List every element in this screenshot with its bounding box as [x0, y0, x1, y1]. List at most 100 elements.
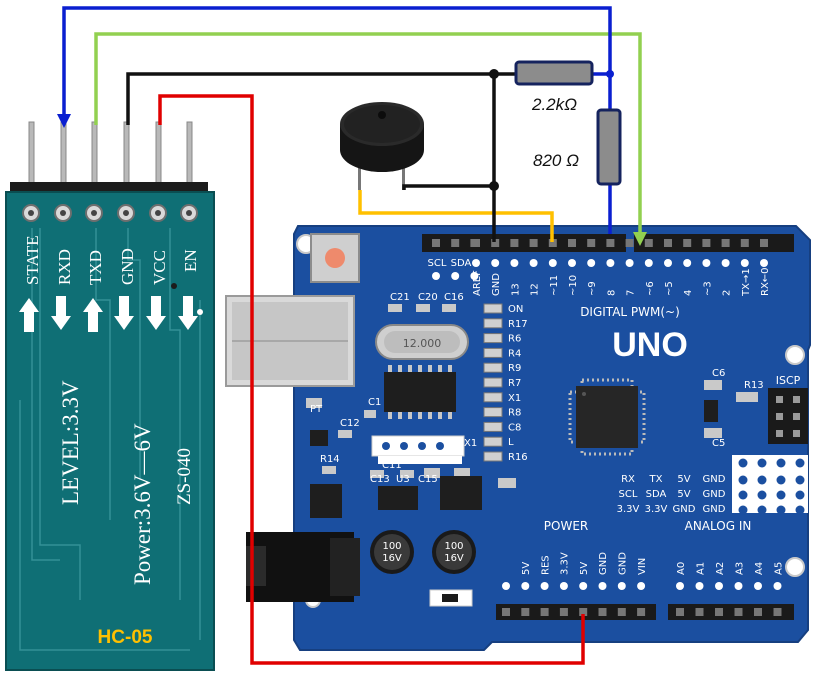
header-hole	[598, 608, 607, 616]
side-header-label: GND	[703, 504, 726, 515]
header-hole	[568, 239, 576, 247]
header-pad	[795, 475, 805, 485]
hc05-name-label: HC-05	[98, 627, 153, 648]
header-hole	[548, 239, 557, 247]
header-pad	[676, 582, 684, 590]
arrow-down-icon	[51, 296, 71, 330]
header-pad	[451, 272, 460, 280]
analog-pin-label: A1	[696, 562, 707, 575]
header-hole	[773, 608, 782, 616]
usb-b-connector	[225, 295, 355, 387]
side-header-label: 3.3V	[645, 504, 668, 515]
component-label: C12	[340, 418, 360, 429]
power-title: POWER	[544, 519, 588, 533]
led-label: R8	[508, 408, 521, 419]
power-pin-label: 3.3V	[560, 552, 571, 575]
smd-part	[483, 303, 503, 314]
led-label: R4	[508, 348, 521, 359]
header-hole	[625, 239, 634, 247]
side-header-label: 5V	[677, 474, 690, 485]
arduino-uno-board: 12.000	[225, 225, 811, 651]
side-header-label: 3.3V	[617, 504, 640, 515]
power-pin-label: GND	[598, 552, 609, 575]
smd-part	[483, 362, 503, 373]
cap2-mark-value: 100	[444, 541, 463, 552]
digital-pin-label: 12	[530, 283, 541, 296]
crystal-oscillator: 12.000	[375, 324, 469, 360]
usb-serial-chip	[384, 365, 456, 419]
header-pad	[664, 259, 672, 267]
header-hole	[637, 608, 646, 616]
header-pad	[559, 582, 568, 590]
component-label: C5	[712, 438, 725, 449]
dc-power-jack	[246, 532, 360, 602]
resistor-2k2-label: 2.2kΩ	[531, 95, 577, 114]
arrow-down-icon	[178, 296, 198, 330]
hc05-pin-label-gnd: GND	[118, 248, 137, 285]
header-hole	[721, 239, 730, 247]
smd-part	[483, 436, 503, 447]
component-label: U3	[396, 474, 410, 485]
arrow-down-icon	[57, 114, 71, 128]
junction-dot	[489, 69, 499, 79]
header-pad	[738, 475, 748, 485]
wire-gnd-buzzer	[402, 184, 494, 190]
digital-pin-label: 2	[722, 290, 733, 296]
icsp-label: ISCP	[776, 374, 801, 387]
header-pad	[757, 458, 767, 468]
component-label: C16	[444, 292, 464, 303]
cap2-mark-voltage: 16V	[444, 553, 464, 564]
resistor-820-label: 820 Ω	[533, 151, 579, 170]
side-header-label: RX	[621, 474, 635, 485]
smd-part	[483, 421, 503, 432]
header-pad	[606, 259, 615, 267]
hc05-header-pins	[10, 121, 208, 196]
header-pad	[548, 259, 557, 267]
cap1-mark-value: 100	[382, 541, 401, 552]
header-hole	[740, 239, 749, 247]
component-label: C6	[712, 368, 725, 379]
arrow-up-icon	[83, 298, 103, 332]
smd-part	[483, 451, 503, 462]
side-header-label: GND	[673, 504, 696, 515]
uno-logo: UNO	[612, 326, 688, 364]
digital-pin-label: 4	[683, 290, 694, 296]
header-pad	[702, 259, 711, 267]
hc05-pin-label-rxd: RXD	[55, 249, 74, 285]
header-pad	[540, 582, 549, 590]
analog-pin-label: A4	[754, 562, 765, 575]
led-label: L	[508, 437, 514, 448]
digital-pin-label: 8	[606, 290, 617, 296]
hc05-pin-label-vcc: VCC	[150, 250, 169, 285]
header-pad	[695, 582, 704, 590]
hc05-model-text: ZS-040	[174, 448, 195, 505]
smd-part	[483, 333, 503, 344]
cap1-mark-voltage: 16V	[382, 553, 402, 564]
header-hole	[587, 239, 596, 247]
analog-pin-label: A3	[735, 562, 746, 575]
header-hole	[451, 239, 460, 247]
hc05-direction-arrows	[19, 296, 198, 332]
led-label: R7	[508, 378, 521, 389]
header-pad	[598, 582, 607, 590]
header-hole	[715, 608, 723, 616]
header-pad	[757, 490, 767, 500]
arrow-down-icon	[114, 296, 134, 330]
component-label: C21	[390, 292, 410, 303]
digital-pin-label: ~3	[702, 281, 713, 296]
analog-pin-label: A2	[715, 562, 726, 575]
header-pad	[760, 259, 768, 267]
junction-dot	[606, 70, 614, 78]
side-header-label: SDA	[646, 489, 667, 500]
header-hole	[579, 608, 588, 616]
resistor-820	[596, 108, 622, 186]
digital-pin-label: ~10	[568, 275, 579, 296]
header-pad	[637, 582, 646, 590]
header-pad	[521, 582, 530, 590]
digital-pin-label: 13	[510, 283, 521, 296]
header-pad	[715, 582, 723, 590]
side-header-label: TX	[649, 474, 663, 485]
header-pad	[776, 490, 786, 500]
